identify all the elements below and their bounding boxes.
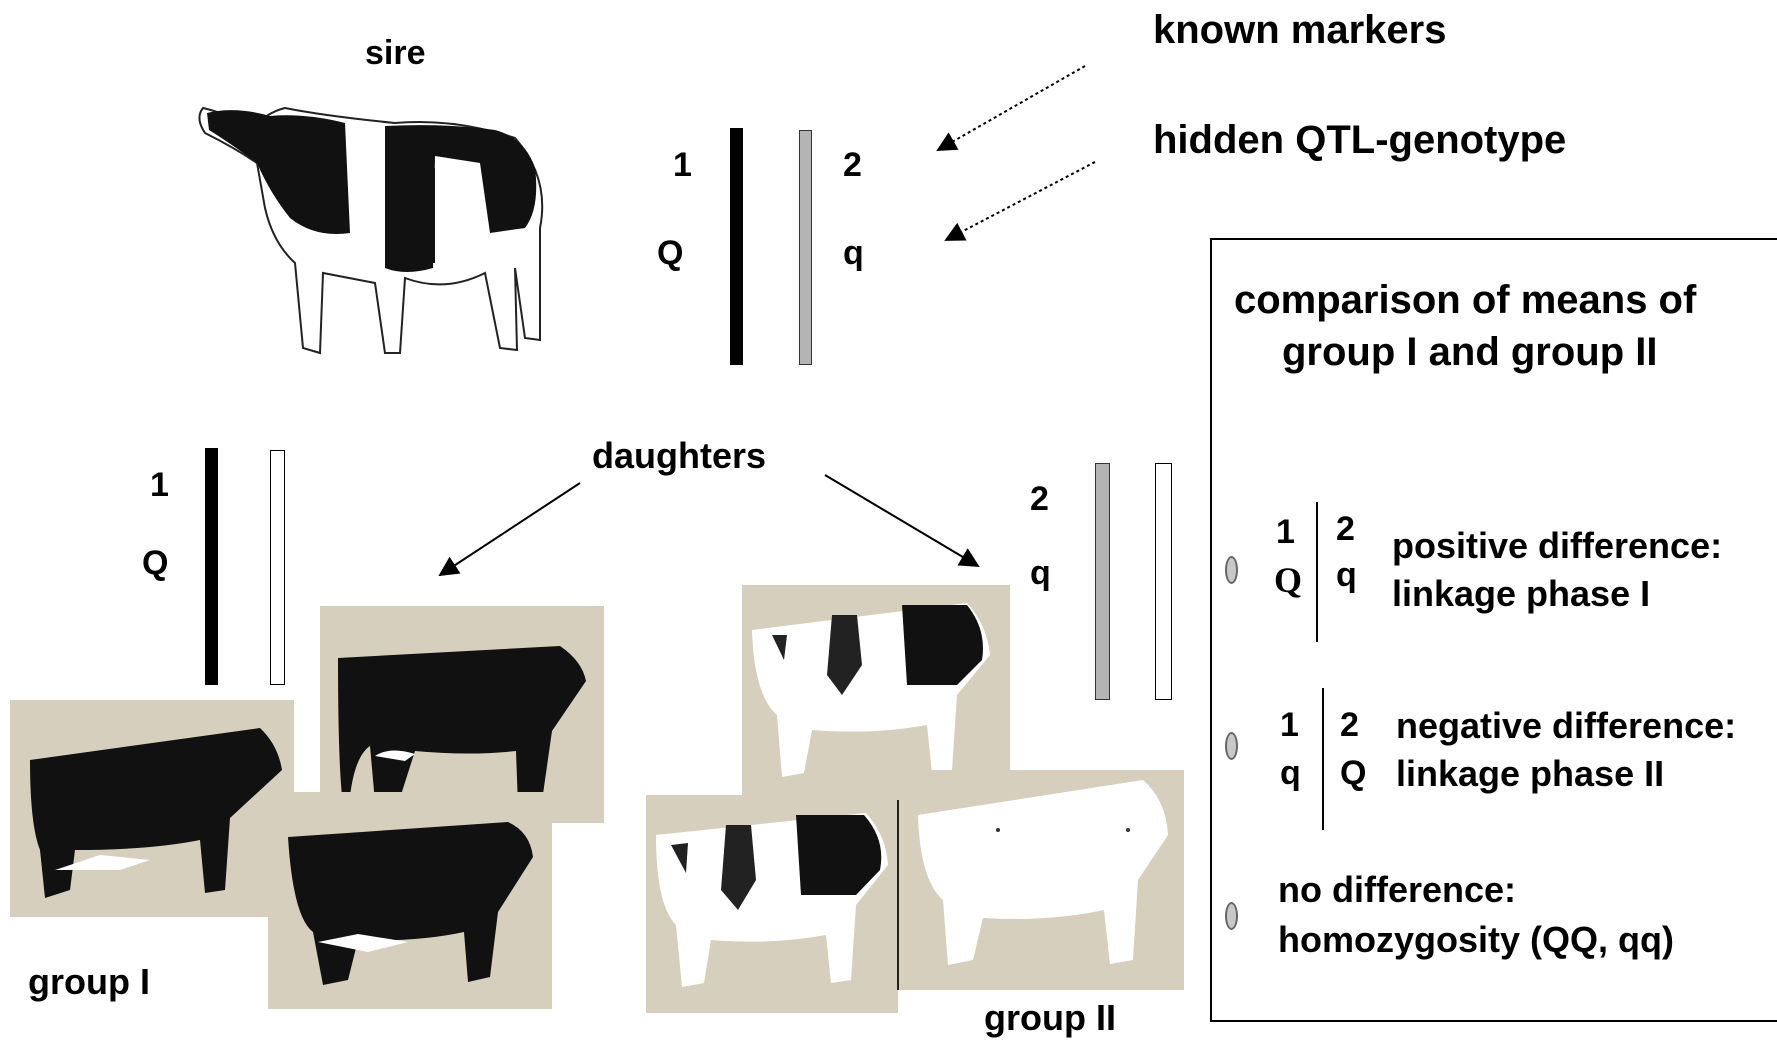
group2-chromosome-grey (1095, 463, 1110, 700)
group2-label: group II (984, 1000, 1116, 1036)
case1-text-line2: linkage phase I (1392, 576, 1650, 612)
group2-chromosome-white (1155, 463, 1172, 700)
group1-marker: 1 (150, 468, 169, 502)
case3-text-line2: homozygosity (QQ, qq) (1278, 922, 1674, 958)
case1-right-bottom: q (1336, 558, 1357, 592)
daughters-group2-arrow (825, 475, 978, 566)
group1-chromosome-black (205, 448, 218, 685)
daughters-label: daughters (592, 438, 766, 474)
group2-cow-photo (898, 770, 1184, 990)
sire-marker-left: 1 (673, 148, 692, 182)
comparison-box: comparison of means of group I and group… (1210, 238, 1777, 1022)
case1-right-top: 2 (1336, 512, 1355, 546)
group1-label: group I (28, 964, 150, 1000)
group1-cow-photo (10, 700, 294, 917)
case2-left-top: 1 (1280, 708, 1299, 742)
group1-cow-photo (268, 792, 552, 1009)
hidden-qtl-arrow (946, 162, 1095, 240)
comparison-title-line1: comparison of means of (1234, 280, 1696, 320)
comparison-title-line2: group I and group II (1282, 332, 1658, 372)
group2-photo-divider (897, 800, 899, 990)
case-bullet (1225, 902, 1238, 930)
sire-chromosome-black (730, 128, 743, 365)
group2-cow-photo (646, 795, 898, 1013)
case2-left-bottom: q (1280, 756, 1301, 790)
known-markers-arrow (938, 66, 1085, 150)
case1-left-top: 1 (1276, 515, 1295, 549)
case2-right-bottom: Q (1340, 756, 1366, 790)
sire-marker-right: 2 (843, 148, 862, 182)
case1-divider (1316, 502, 1318, 642)
daughters-group1-arrow (440, 483, 580, 575)
case2-text-line2: linkage phase II (1396, 756, 1664, 792)
case2-right-top: 2 (1340, 708, 1359, 742)
case-bullet (1225, 732, 1238, 760)
known-markers-label: known markers (1153, 10, 1446, 50)
case3-text-line1: no difference: (1278, 872, 1516, 908)
group1-cow-photo (320, 606, 604, 823)
case2-text-line1: negative difference: (1396, 708, 1736, 744)
case2-divider (1322, 688, 1324, 830)
sire-label: sire (365, 36, 426, 70)
sire-bull-image (195, 68, 575, 368)
group2-marker: 2 (1030, 482, 1049, 516)
case1-left-bottom: Q (1274, 562, 1302, 598)
case1-text-line1: positive difference: (1392, 528, 1722, 564)
sire-qtl-right: q (843, 236, 864, 270)
case-bullet (1225, 556, 1238, 584)
group2-qtl: q (1030, 556, 1051, 590)
sire-chromosome-grey (799, 130, 812, 365)
group1-chromosome-white (270, 450, 285, 685)
hidden-qtl-label: hidden QTL-genotype (1153, 120, 1566, 160)
sire-qtl-left: Q (657, 236, 683, 270)
group1-qtl: Q (142, 546, 168, 580)
